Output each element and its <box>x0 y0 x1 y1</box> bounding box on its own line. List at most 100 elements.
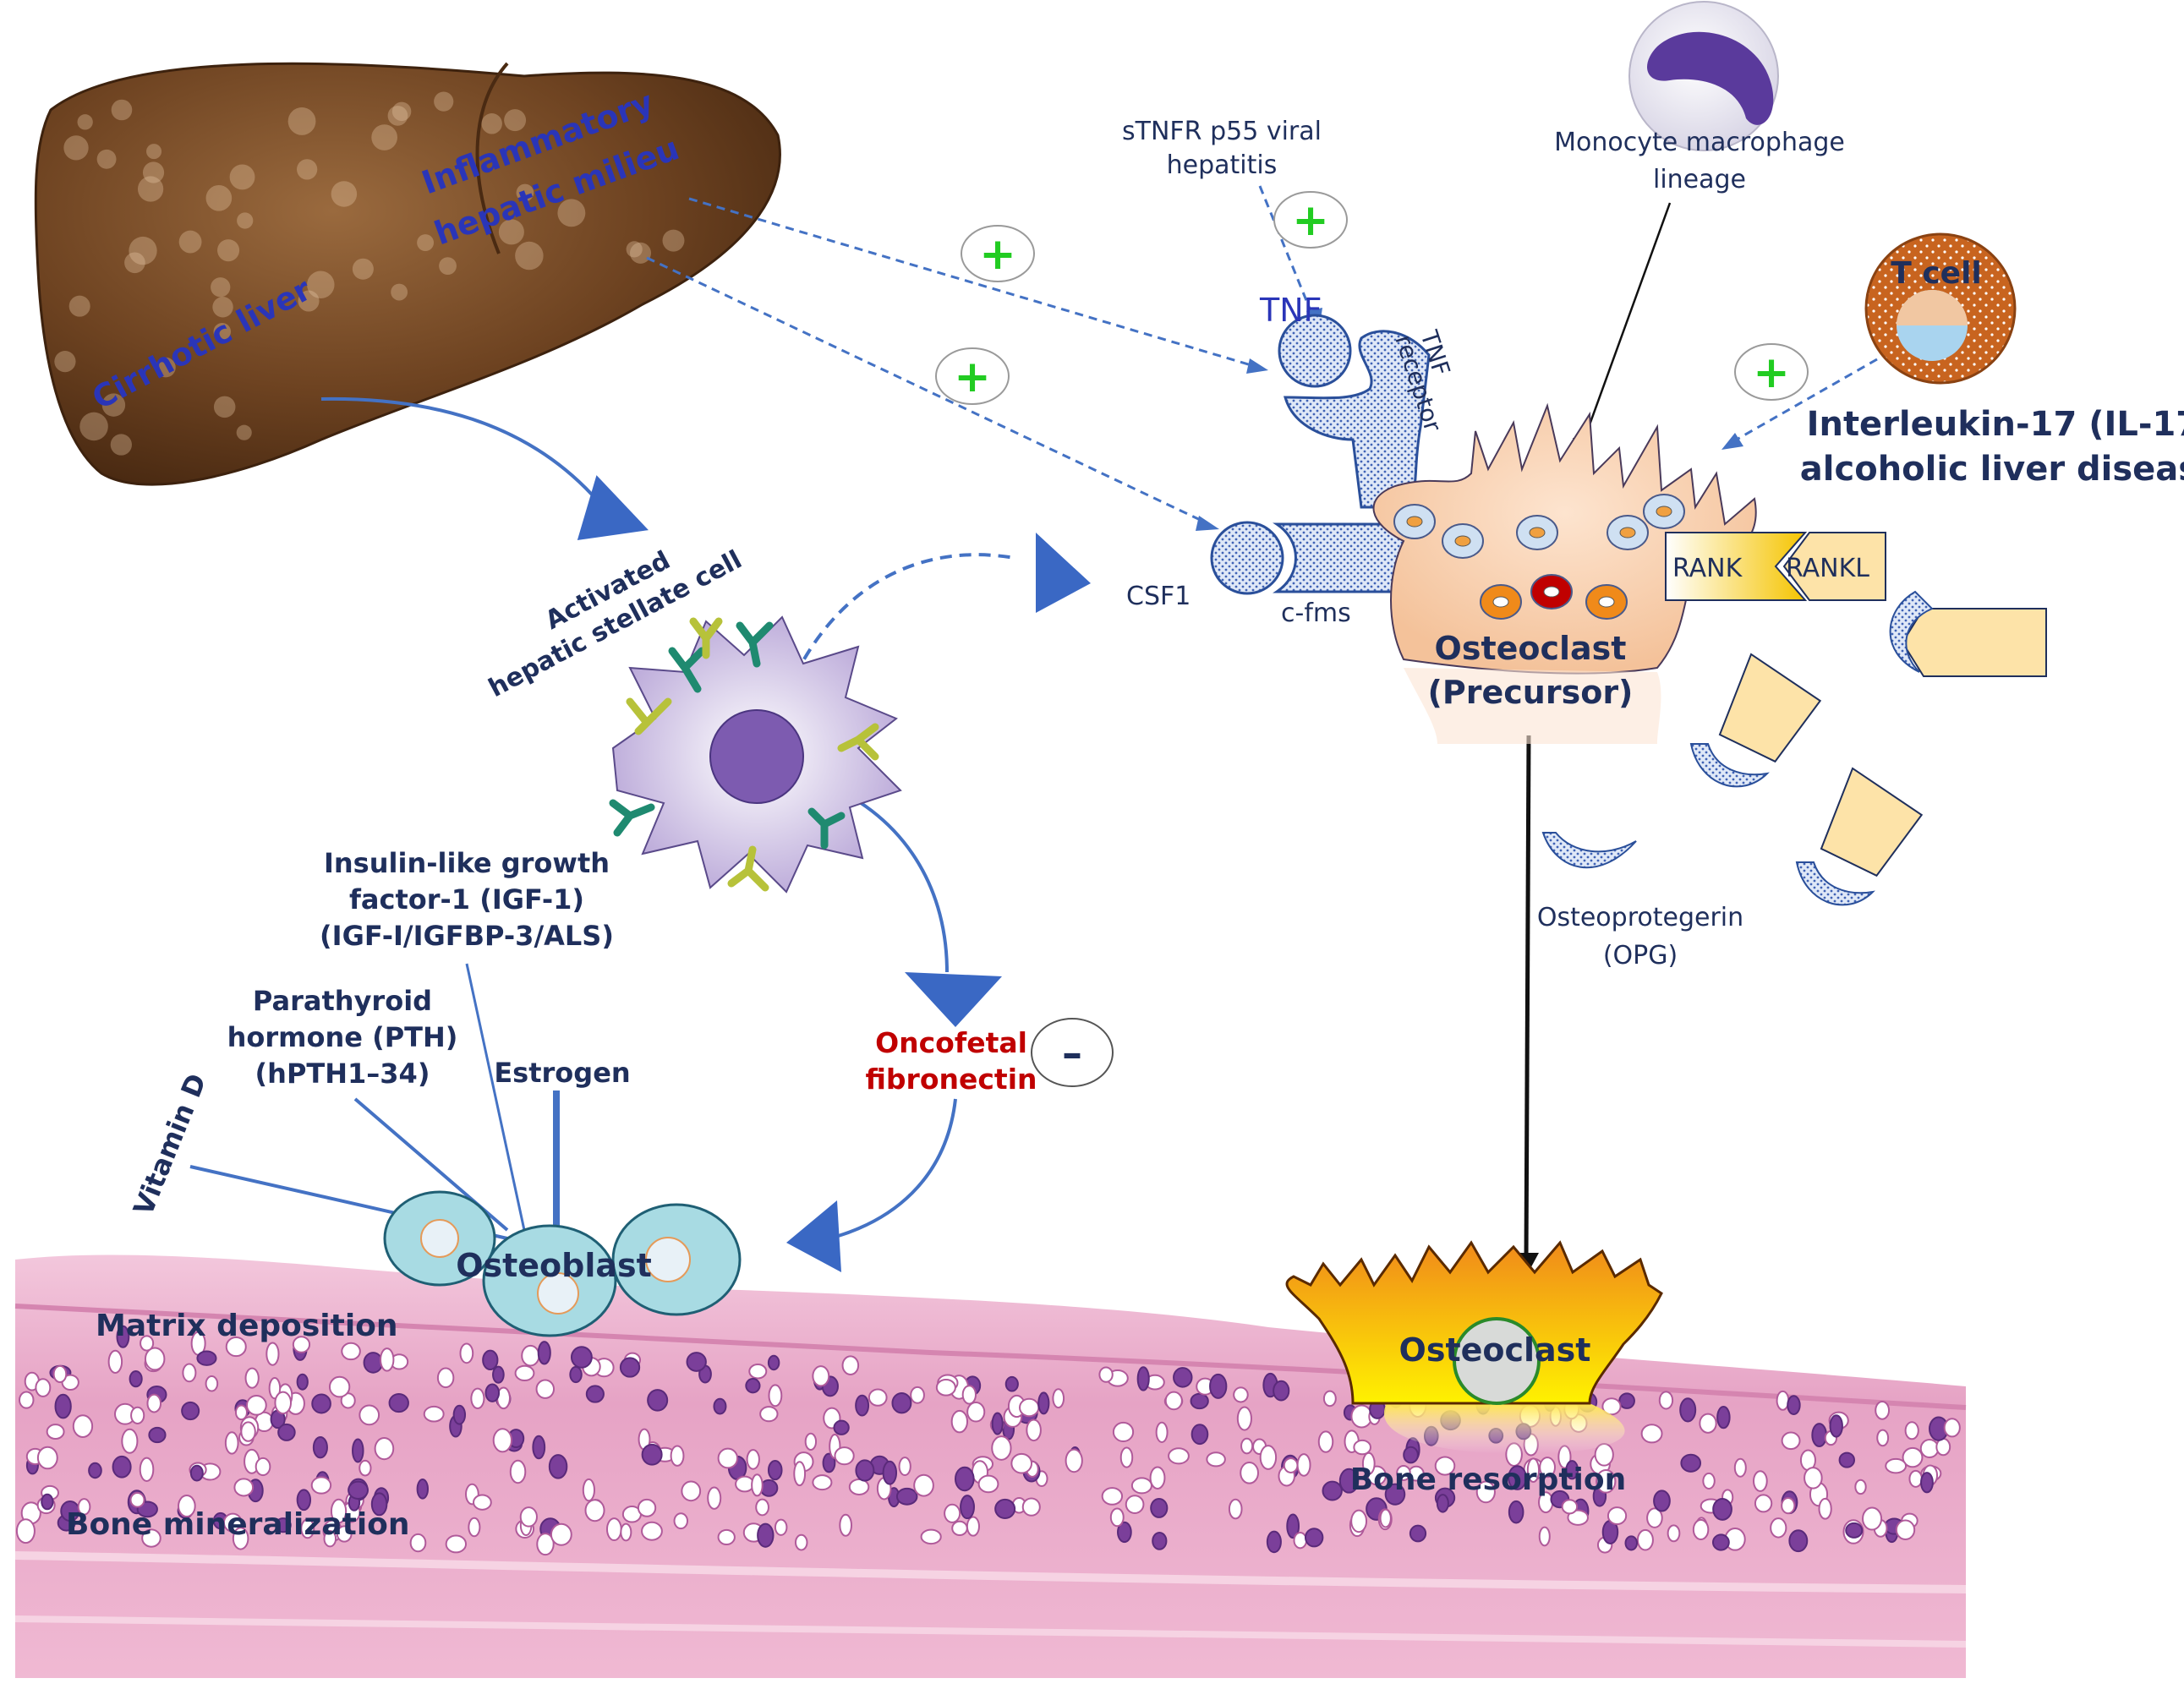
label-monocyte-1: Monocyte macrophage <box>1554 128 1845 157</box>
precursor-nucleolus <box>1619 527 1636 538</box>
tissue-cell <box>944 1503 961 1523</box>
tissue-cell <box>121 1428 139 1454</box>
label-csf1: CSF1 <box>1126 582 1191 611</box>
label-t-cell: T cell <box>1891 256 1982 291</box>
tissue-cell <box>140 1335 155 1352</box>
tissue-cell <box>1475 1480 1496 1504</box>
tissue-cell <box>536 1533 555 1556</box>
tissue-cell <box>296 1489 312 1511</box>
tissue-cell <box>1508 1465 1527 1490</box>
liver-nodule <box>498 219 524 245</box>
tissue-cell <box>1561 1499 1579 1515</box>
tissue-cell <box>804 1432 818 1451</box>
liver-nodule <box>504 109 527 132</box>
tissue-cell <box>1845 1522 1864 1539</box>
tissue-cell <box>1781 1431 1801 1451</box>
liver-nodule <box>63 135 89 161</box>
label-vitamin-d: Vitamin D <box>127 1069 212 1220</box>
tissue-cell <box>1191 1424 1209 1446</box>
tissue-cell <box>1935 1437 1951 1457</box>
tissue-cell <box>1787 1395 1801 1415</box>
liver-nodule <box>331 181 358 207</box>
tissue-cell <box>1902 1446 1924 1468</box>
tissue-cell <box>1338 1468 1360 1494</box>
tissue-cell <box>550 1522 572 1546</box>
tissue-cell <box>1037 1391 1050 1415</box>
tissue-cell <box>1818 1497 1832 1520</box>
tissue-cell <box>224 1431 239 1455</box>
arrow-igf-to-osteoblast <box>465 963 526 1231</box>
tissue-cell <box>77 1498 91 1516</box>
tissue-cell <box>46 1424 65 1440</box>
svg-text:+: + <box>1753 347 1790 398</box>
tissue-cell <box>1304 1528 1324 1548</box>
tissue-cell <box>521 1344 540 1367</box>
label-rankl: RANKL <box>1786 554 1869 583</box>
tissue-cell <box>1136 1366 1150 1391</box>
tissue-cell <box>459 1342 474 1364</box>
tissue-cell <box>88 1462 102 1479</box>
tissue-cell <box>935 1378 956 1397</box>
tissue-cell <box>292 1336 311 1353</box>
tissue-cell <box>1052 1388 1065 1409</box>
tissue-cell <box>1228 1498 1243 1520</box>
liver-nodule <box>124 252 145 274</box>
tissue-cell <box>222 1512 243 1533</box>
liver-nodule <box>626 241 643 258</box>
svg-text:–: – <box>1062 1030 1082 1077</box>
tissue-cell <box>492 1428 513 1453</box>
minus-badge-oncofetal: – <box>1031 1018 1114 1087</box>
liver-nodule <box>662 229 685 252</box>
tissue-cell <box>1885 1457 1908 1474</box>
tissue-cell <box>277 1423 296 1441</box>
tissue-cell <box>1640 1424 1663 1444</box>
tissue-cell <box>746 1449 760 1470</box>
osteoclast-cell <box>1285 1240 1663 1454</box>
tissue-cell <box>1667 1524 1681 1543</box>
tissue-cell <box>961 1385 977 1405</box>
tissue-cell <box>492 1365 505 1384</box>
tissue-cell <box>1112 1421 1135 1443</box>
tissue-cell <box>1409 1524 1427 1543</box>
tissue-cell <box>1919 1439 1940 1459</box>
arrow-oncofetal-to-osteoblast <box>811 1098 957 1244</box>
tissue-cell <box>673 1512 689 1530</box>
arrow-precursor-to-osteoclast <box>1524 735 1531 1260</box>
tissue-cell <box>751 1473 764 1497</box>
tissue-cell <box>1601 1397 1622 1416</box>
label-matrix-deposition: Matrix deposition <box>96 1309 398 1343</box>
tissue-cell <box>359 1404 380 1426</box>
tissue-cell <box>352 1438 364 1463</box>
tissue-cell <box>620 1522 632 1542</box>
tissue-cell <box>1653 1490 1671 1512</box>
label-igf-3: (IGF-I/IGFBP-3/ALS) <box>320 920 614 952</box>
tissue-cell <box>1293 1532 1308 1550</box>
tissue-cell <box>1508 1500 1524 1524</box>
tissue-cell <box>1098 1366 1114 1383</box>
liver-nodule <box>77 114 93 130</box>
svg-text:+: + <box>979 229 1016 280</box>
precursor-nucleolus <box>1656 506 1672 517</box>
tissue-cell <box>244 1367 260 1389</box>
tissue-cell <box>717 1528 736 1545</box>
tissue-cell <box>1130 1477 1152 1495</box>
tissue-cell <box>1396 1465 1411 1481</box>
tissue-cell <box>1624 1535 1638 1551</box>
label-igf-2: factor-1 (IGF-1) <box>349 883 584 916</box>
tissue-cell <box>388 1392 409 1413</box>
liver-nodule <box>391 283 408 301</box>
tissue-cell <box>311 1393 331 1414</box>
tissue-cell <box>913 1473 934 1497</box>
tissue-cell <box>189 1464 204 1482</box>
tissue-cell <box>755 1498 769 1517</box>
tissue-cell <box>374 1437 395 1461</box>
tissue-cell <box>36 1446 58 1470</box>
tissue-cell <box>1770 1517 1787 1539</box>
liver-nodule <box>417 234 435 252</box>
liver-nodule <box>110 434 132 456</box>
tissue-cell <box>1733 1457 1747 1478</box>
tissue-cell <box>812 1474 833 1491</box>
tissue-cell <box>582 1478 595 1502</box>
label-estrogen: Estrogen <box>494 1057 630 1089</box>
tissue-cell <box>767 1459 783 1481</box>
